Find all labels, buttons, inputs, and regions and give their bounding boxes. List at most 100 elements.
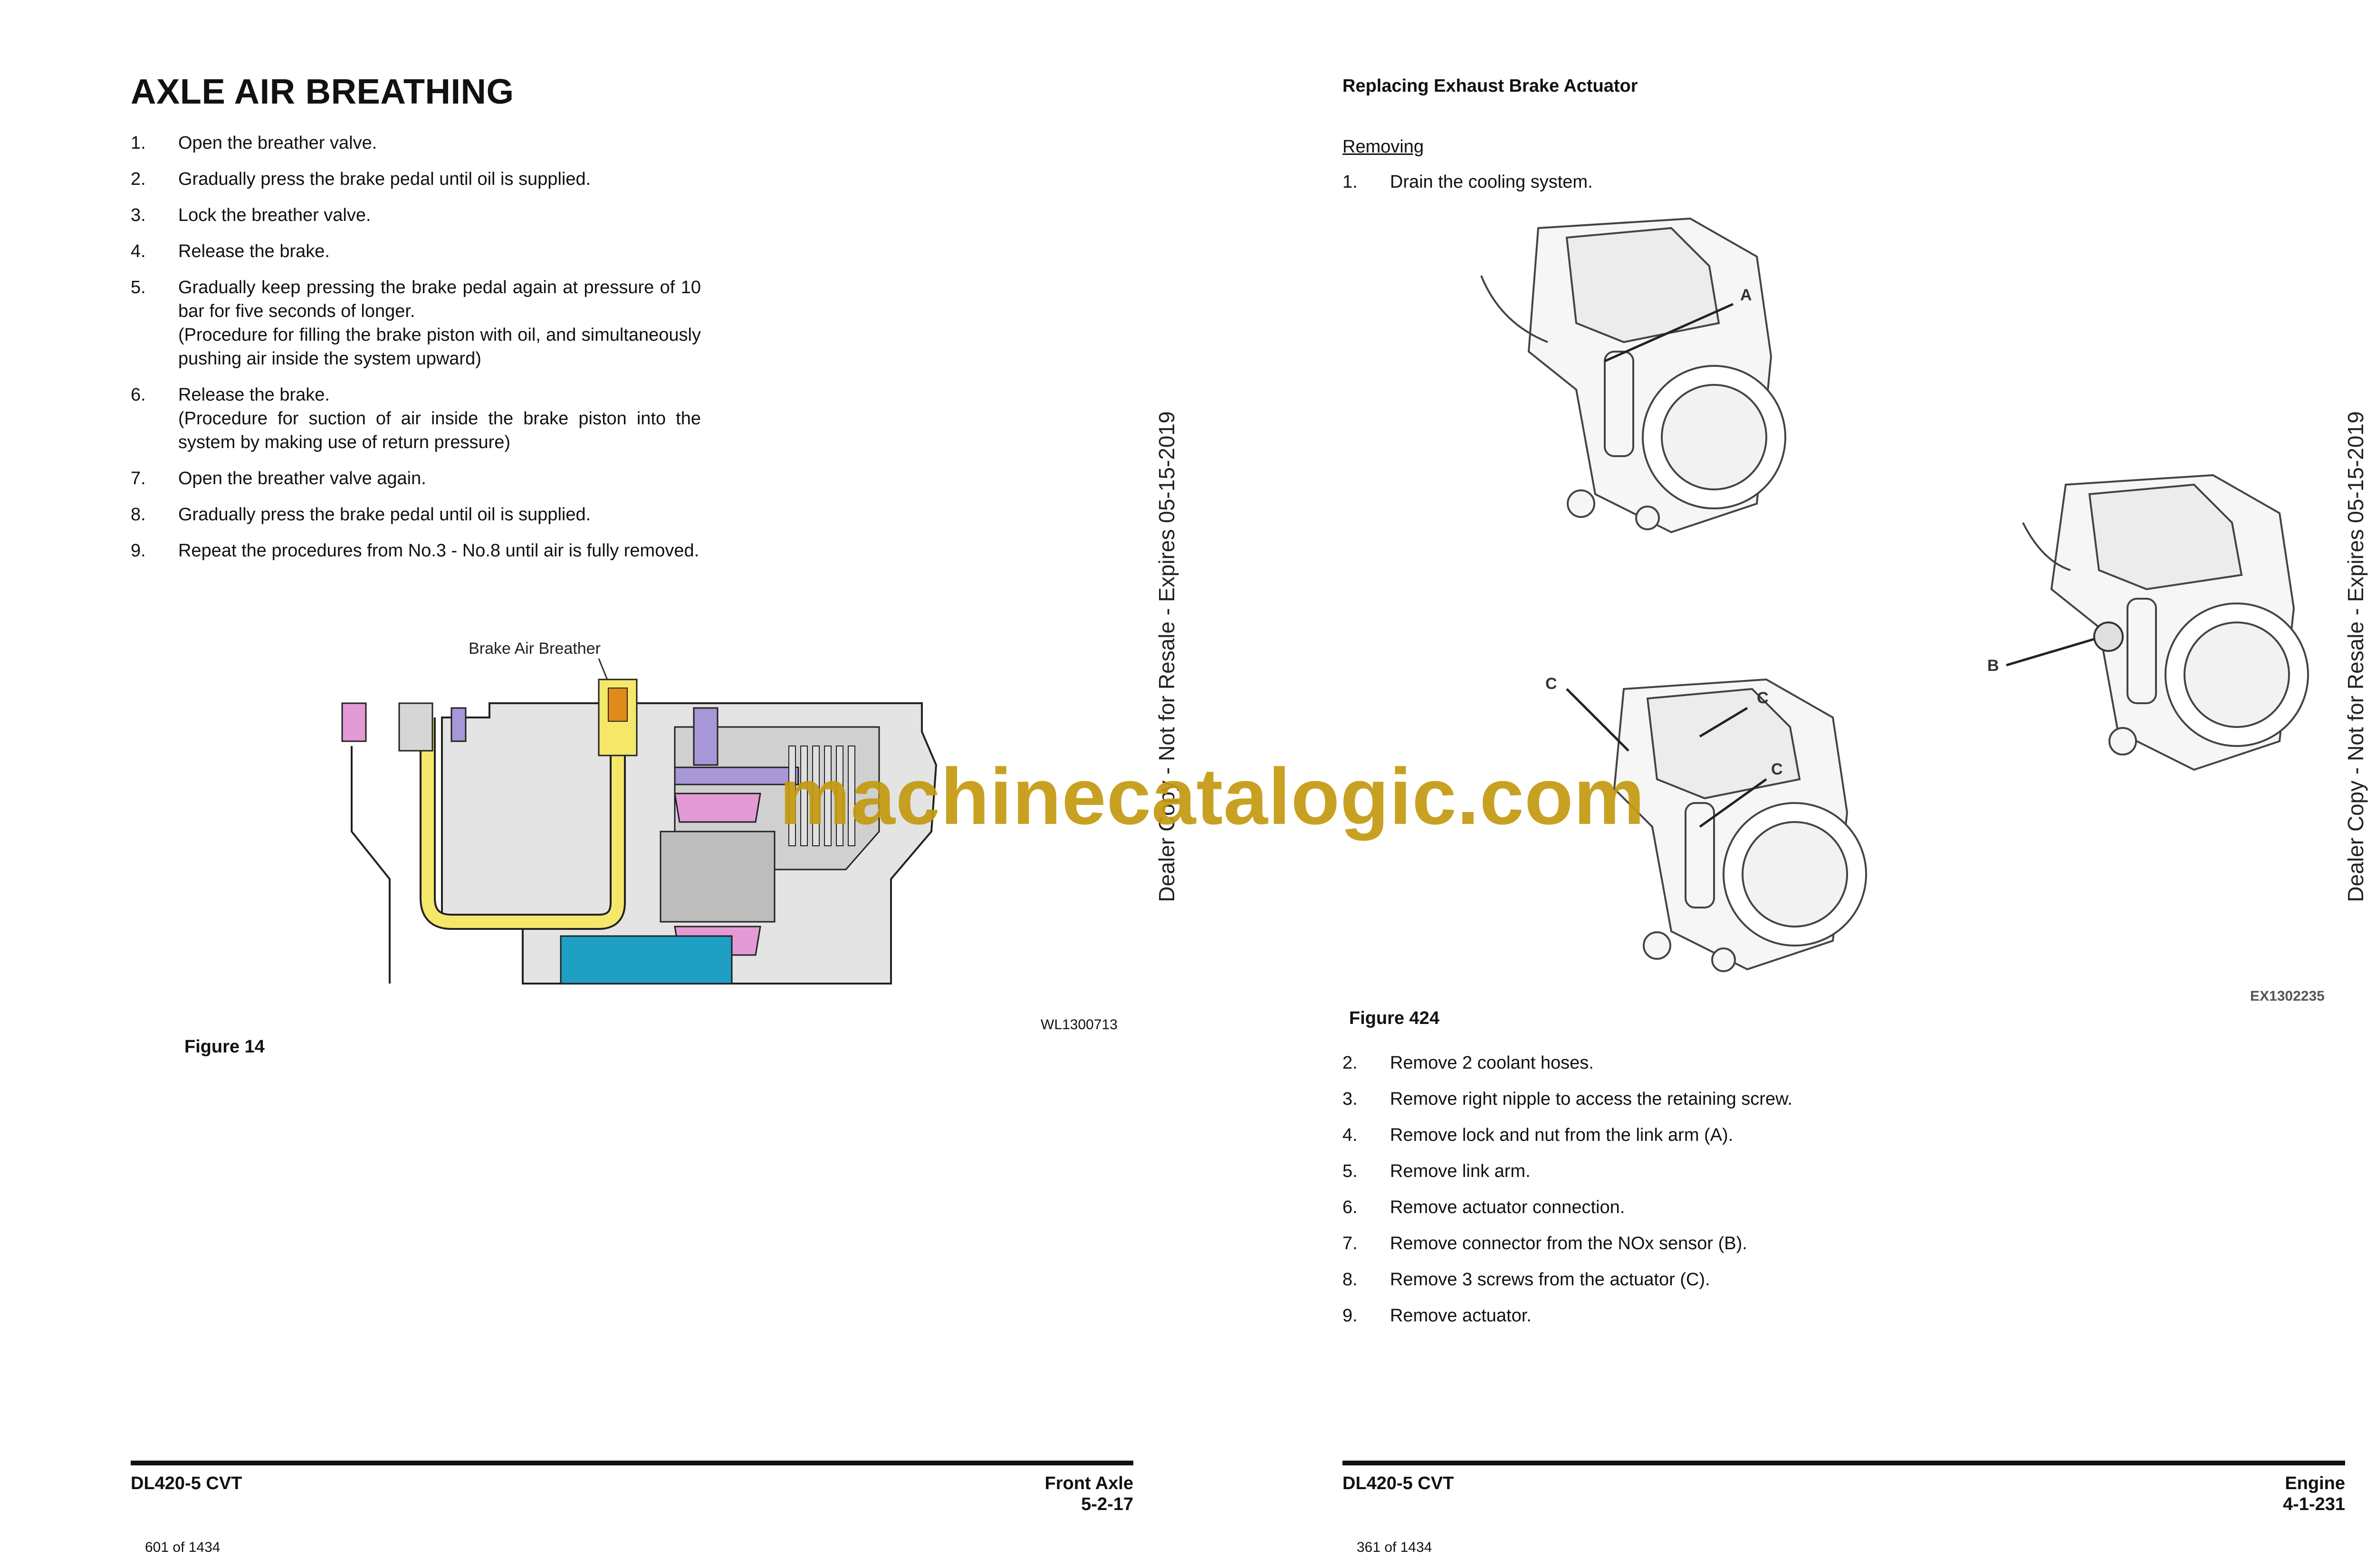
figure-label: Figure 14: [184, 1037, 265, 1057]
valve-spring: [608, 688, 628, 722]
brake-air-breather-diagram: Brake Air Breather: [341, 640, 938, 985]
footer-model: DL420-5 CVT: [1342, 1473, 1454, 1493]
footer-section: Front Axle: [1044, 1473, 1134, 1493]
center-watermark: machinecatalogic.com: [779, 752, 1645, 841]
callout-c: C: [1545, 675, 1557, 693]
bearing-block: [660, 831, 776, 923]
leader-line: [1566, 688, 1629, 752]
callout-c: C: [1757, 689, 1769, 707]
page-title: AXLE AIR BREATHING: [131, 72, 514, 111]
step-number: 2.: [1342, 1053, 1358, 1073]
step-text: Remove lock and nut from the link arm (A…: [1390, 1125, 1734, 1145]
step-number: 7.: [1342, 1233, 1358, 1253]
actuator-view-a: [1480, 217, 1786, 534]
step-number: 3.: [1342, 1089, 1358, 1109]
step-list: 1. Open the breather valve. 2. Gradually pr…: [131, 131, 701, 575]
inset-label: Brake Air Breather: [469, 640, 601, 658]
step-text: Drain the cooling system.: [1390, 172, 1593, 192]
figure-code: WL1300713: [1041, 1017, 1118, 1033]
step-number: 8.: [131, 505, 146, 525]
section-title: Replacing Exhaust Brake Actuator: [1342, 76, 1638, 96]
step-item: 3. Remove right nipple to access the reta…: [1342, 1087, 2055, 1111]
step-item: 4. Release the brake.: [131, 239, 701, 263]
step-item: 5. Gradually keep pressing the brake peda…: [131, 276, 701, 371]
step-number: 4.: [1342, 1125, 1358, 1145]
fitting: [398, 702, 433, 752]
footer-rule: [131, 1461, 1133, 1465]
brake-piston: [674, 793, 761, 823]
step-text: Remove connector from the NOx sensor (B)…: [1390, 1233, 1747, 1253]
page-count: 361 of 1434: [1357, 1539, 1432, 1555]
step-number: 9.: [131, 541, 146, 561]
actuator-view-b: [2022, 474, 2309, 771]
callout-a: A: [1740, 286, 1752, 304]
step-number: 7.: [131, 468, 146, 488]
step-item: 9. Remove actuator.: [1342, 1304, 2055, 1328]
step-text: Release the brake. (Procedure for suctio…: [178, 385, 701, 452]
actuator-view-c: [1613, 678, 1867, 972]
step-text: Remove actuator.: [1390, 1306, 1532, 1326]
footer-page-number: 4-1-231: [2283, 1494, 2345, 1514]
nox-sensor-connector: [2093, 621, 2124, 652]
leader-line: [1699, 778, 1767, 828]
step-item: 3. Lock the breather valve.: [131, 203, 701, 227]
step-list-after: 2. Remove 2 coolant hoses. 3. Remove right …: [1342, 1051, 2055, 1340]
step-text: Gradually press the brake pedal until oi…: [178, 169, 591, 189]
figure-code: EX1302235: [2250, 988, 2325, 1004]
seal-ring: [674, 766, 799, 785]
step-number: 1.: [131, 133, 146, 153]
callout-c: C: [1771, 760, 1783, 778]
step-text: Gradually press the brake pedal until oi…: [178, 505, 591, 525]
footer-rule: [1342, 1461, 2345, 1465]
step-item: 1. Open the breather valve.: [131, 131, 701, 155]
step-item: 4. Remove lock and nut from the link arm …: [1342, 1123, 2055, 1147]
seal-strip: [693, 707, 719, 766]
step-text: Remove actuator connection.: [1390, 1197, 1625, 1217]
subheading: Removing: [1342, 137, 1424, 157]
step-number: 4.: [131, 241, 146, 261]
figure-label: Figure 424: [1349, 1008, 1440, 1028]
step-text: Remove link arm.: [1390, 1161, 1531, 1181]
footer-model: DL420-5 CVT: [131, 1473, 242, 1493]
step-text: Gradually keep pressing the brake pedal …: [178, 277, 701, 369]
step-text: Remove 2 coolant hoses.: [1390, 1053, 1594, 1073]
leader-line: [1604, 303, 1734, 363]
step-item: 7. Remove connector from the NOx sensor (…: [1342, 1232, 2055, 1255]
footer-section: Engine: [2285, 1473, 2345, 1493]
step-item: 9. Repeat the procedures from No.3 - No.8…: [131, 539, 701, 563]
step-number: 3.: [131, 205, 146, 225]
frame-line: [351, 746, 391, 984]
step-number: 6.: [1342, 1197, 1358, 1217]
step-item: 8.Remove 3 screws from the actuator (C).: [1342, 1268, 2055, 1291]
step-text: Release the brake.: [178, 241, 330, 261]
step-text: Repeat the procedures from No.3 - No.8 u…: [178, 541, 699, 561]
step-list-before: 1. Drain the cooling system.: [1342, 170, 1960, 206]
step-text: Remove right nipple to access the retain…: [1390, 1089, 1792, 1109]
step-item: 6.Release the brake. (Procedure for suct…: [131, 383, 701, 454]
step-item: 6. Remove actuator connection.: [1342, 1195, 2055, 1219]
oil-line: [422, 717, 624, 928]
left-page: AXLE AIR BREATHING 1. Open the breather v…: [131, 72, 1179, 1555]
shaft: [560, 935, 733, 985]
step-text: Lock the breather valve.: [178, 205, 371, 225]
step-number: 2.: [131, 169, 146, 189]
step-text: Remove 3 screws from the actuator (C).: [1390, 1270, 1710, 1290]
step-text: Open the breather valve.: [178, 133, 377, 153]
leader-line: [2006, 638, 2095, 667]
exhaust-brake-actuator-diagram: A B C C C: [1480, 217, 2309, 972]
step-number: 9.: [1342, 1306, 1358, 1326]
step-number: 5.: [1342, 1161, 1358, 1181]
fitting: [341, 702, 367, 742]
step-item: 7. Open the breather valve again.: [131, 467, 701, 490]
right-page: Replacing Exhaust Brake Actuator Removin…: [1196, 0, 2376, 1568]
step-text: Open the breather valve again.: [178, 468, 426, 488]
step-number: 1.: [1342, 172, 1358, 192]
fitting: [450, 707, 467, 742]
page-count: 601 of 1434: [145, 1539, 220, 1555]
brake-disc-pack: [788, 746, 855, 846]
step-number: 5.: [131, 277, 146, 297]
step-item: 5. Remove link arm.: [1342, 1159, 2055, 1183]
side-watermark: Dealer Copy - Not for Resale - Expires 0…: [1154, 411, 1179, 902]
step-item: 2. Remove 2 coolant hoses.: [1342, 1051, 2055, 1075]
step-item: 1. Drain the cooling system.: [1342, 170, 1960, 194]
